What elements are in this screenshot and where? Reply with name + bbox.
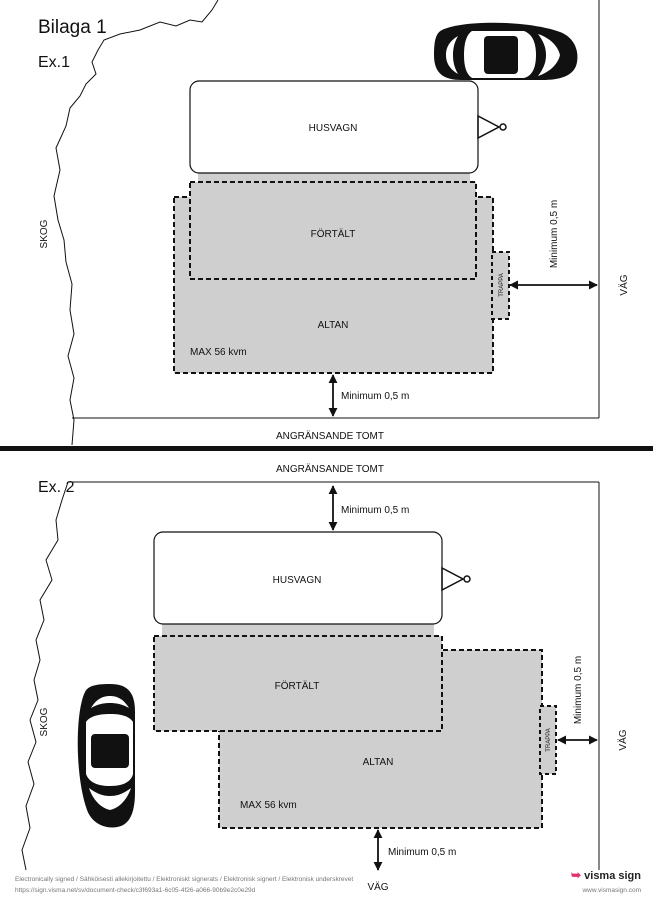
ex2-max-area-label: MAX 56 kvm	[240, 800, 297, 811]
ex1-caravan-label: HUSVAGN	[309, 123, 358, 134]
visma-logo-icon: ➥	[571, 868, 582, 882]
ex1-min-side-label: Minimum 0,5 m	[549, 200, 560, 268]
ex2-deck-label: ALTAN	[363, 757, 394, 768]
example-2-label: Ex. 2	[38, 479, 75, 496]
ex2-caravan-label: HUSVAGN	[273, 575, 322, 586]
ex1-stairs	[491, 251, 510, 320]
ex2-stairs	[539, 705, 557, 775]
ex2-hitch	[463, 575, 471, 583]
ex2-min-top-label: Minimum 0,5 m	[341, 505, 409, 516]
ex2-awning-area	[153, 635, 443, 732]
ex1-deck-label: ALTAN	[318, 320, 349, 331]
example-1-label: Ex.1	[38, 54, 70, 71]
ex1-hitch	[499, 123, 507, 131]
ex1-min-bottom-label: Minimum 0,5 m	[341, 391, 409, 402]
ex2-neighbor-label: ANGRÄNSANDE TOMT	[276, 463, 384, 475]
ex1-neighbor-label: ANGRÄNSANDE TOMT	[276, 430, 384, 442]
document-check-url[interactable]: https://sign.visma.net/sv/document-check…	[15, 887, 256, 894]
ex1-awning-area	[189, 181, 477, 280]
brand-name: visma sign	[584, 870, 641, 882]
ex1-towbar	[477, 114, 501, 140]
ex1-road-label: VÄG	[618, 274, 630, 295]
ex2-awning-label: FÖRTÄLT	[275, 680, 320, 692]
signature-notice: Electronically signed / Sähköisesti alle…	[15, 876, 354, 883]
ex2-forest-boundary	[21, 481, 69, 871]
ex2-forest-label: SKOG	[39, 707, 50, 736]
brand-url[interactable]: www.vismasign.com	[582, 887, 641, 894]
ex2-towbar	[441, 566, 465, 592]
ex2-min-bottom-label: Minimum 0,5 m	[388, 847, 456, 858]
ex2-road-label: VÄG	[617, 729, 629, 750]
ex2-road-bottom-label: VÄG	[367, 881, 388, 893]
ex1-max-area-label: MAX 56 kvm	[190, 347, 247, 358]
ex1-awning-label: FÖRTÄLT	[311, 228, 356, 240]
section-divider	[0, 446, 653, 451]
brand-logo: ➥ visma sign	[571, 868, 641, 882]
page-title: Bilaga 1	[38, 17, 107, 38]
car-icon	[77, 684, 135, 828]
ex2-min-side-label: Minimum 0,5 m	[573, 656, 584, 724]
car-icon	[434, 22, 578, 80]
ex1-forest-boundary	[53, 0, 219, 446]
ex2-stairs-label: TRAPPA	[546, 728, 552, 752]
ex1-stairs-label: TRAPPA	[499, 273, 505, 297]
ex1-forest-label: SKOG	[39, 219, 50, 248]
